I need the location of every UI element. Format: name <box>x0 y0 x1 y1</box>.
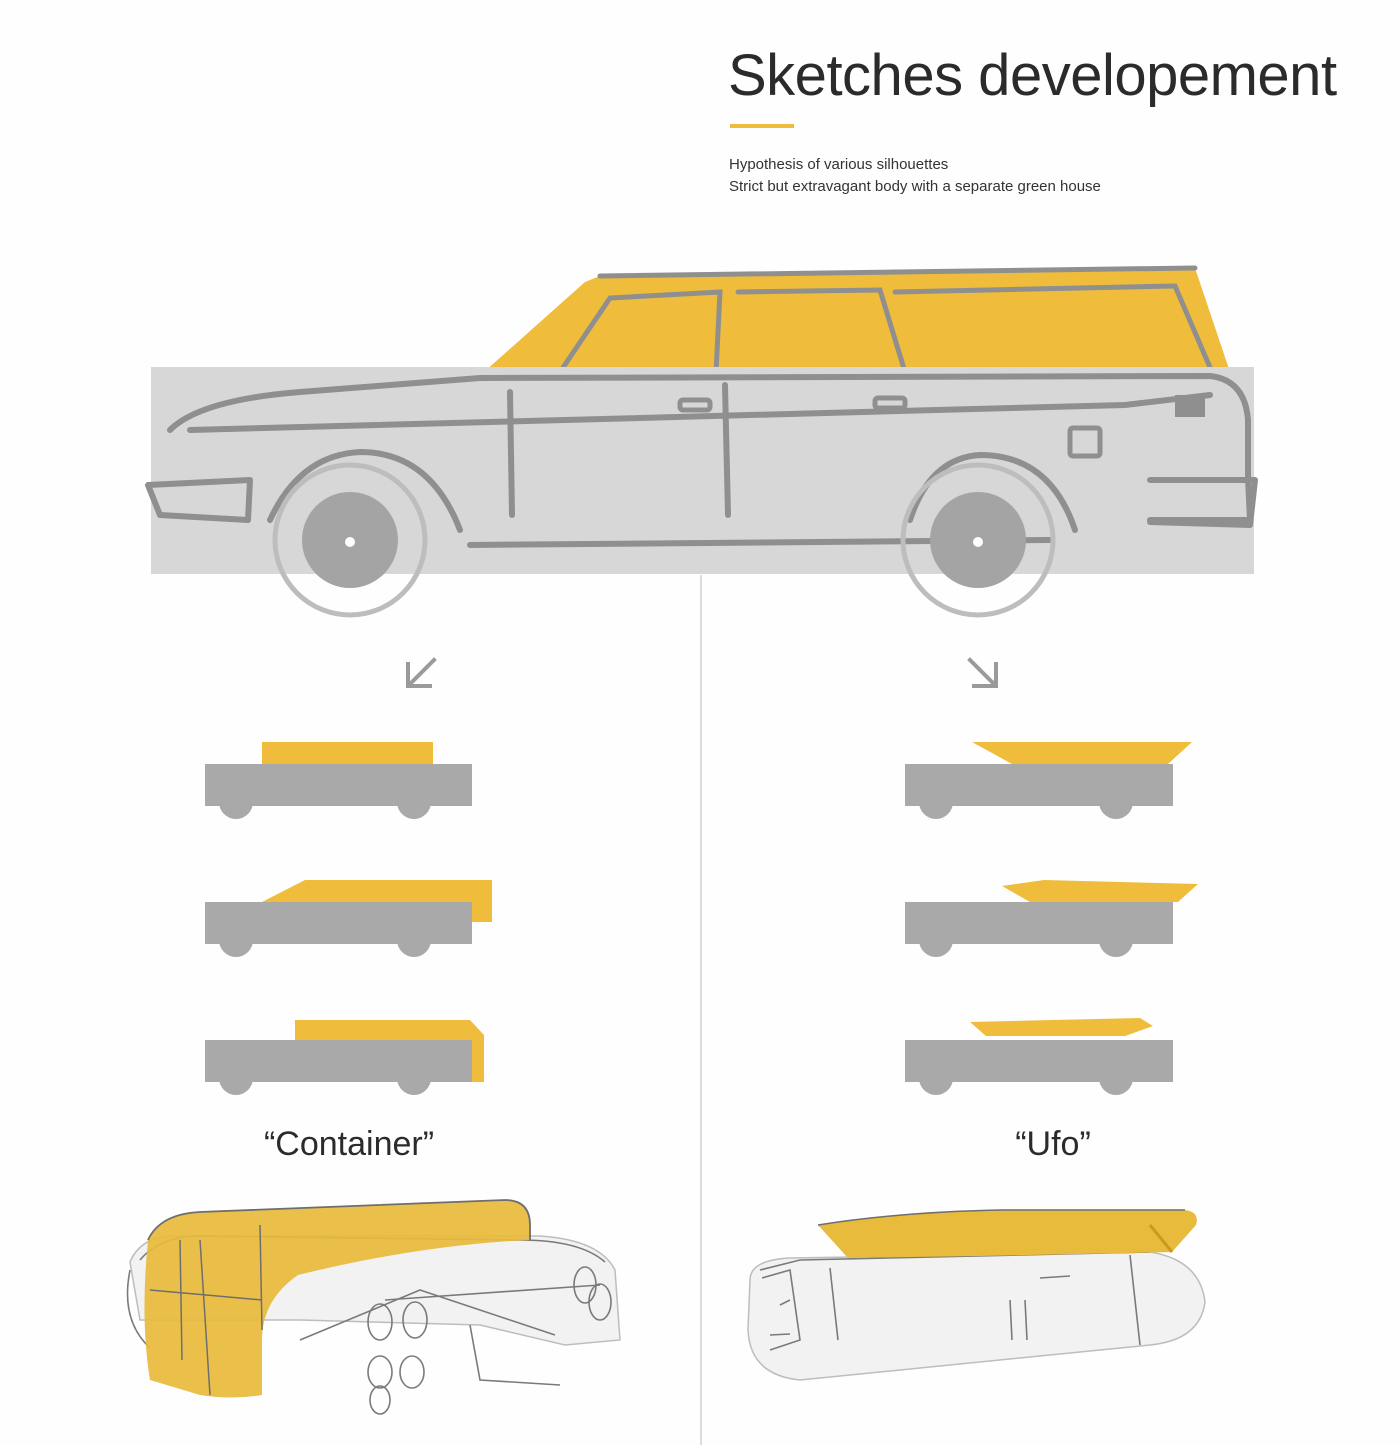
arrow-down-right-icon <box>967 657 998 688</box>
container-silhouette-3 <box>205 1020 484 1095</box>
subtitle-line-1: Hypothesis of various silhouettes <box>729 156 949 173</box>
station-wagon-illustration <box>145 265 1258 618</box>
silhouette-diagrams <box>205 742 1198 1095</box>
ufo-greenhouse <box>818 1210 1197 1258</box>
concept-label-ufo: “Ufo” <box>1015 1125 1091 1163</box>
page-title: Sketches developement <box>728 43 1337 108</box>
container-silhouette-1 <box>205 742 472 819</box>
concept-label-container: “Container” <box>263 1125 435 1163</box>
rear-wheel <box>900 462 1056 618</box>
ufo-silhouette-2 <box>905 880 1198 957</box>
container-silhouette-2 <box>205 880 492 957</box>
ufo-silhouette-3 <box>905 1018 1173 1095</box>
ufo-silhouette-1 <box>905 742 1192 819</box>
subtitle: Hypothesis of various silhouettes Strict… <box>729 154 1101 198</box>
front-wheel <box>272 462 428 618</box>
arrow-down-left-icon <box>406 657 437 688</box>
center-divider <box>700 575 702 1445</box>
container-greenhouse <box>144 1200 530 1398</box>
title-accent-rule <box>730 124 794 128</box>
subtitle-line-2: Strict but extravagant body with a separ… <box>729 178 1101 195</box>
